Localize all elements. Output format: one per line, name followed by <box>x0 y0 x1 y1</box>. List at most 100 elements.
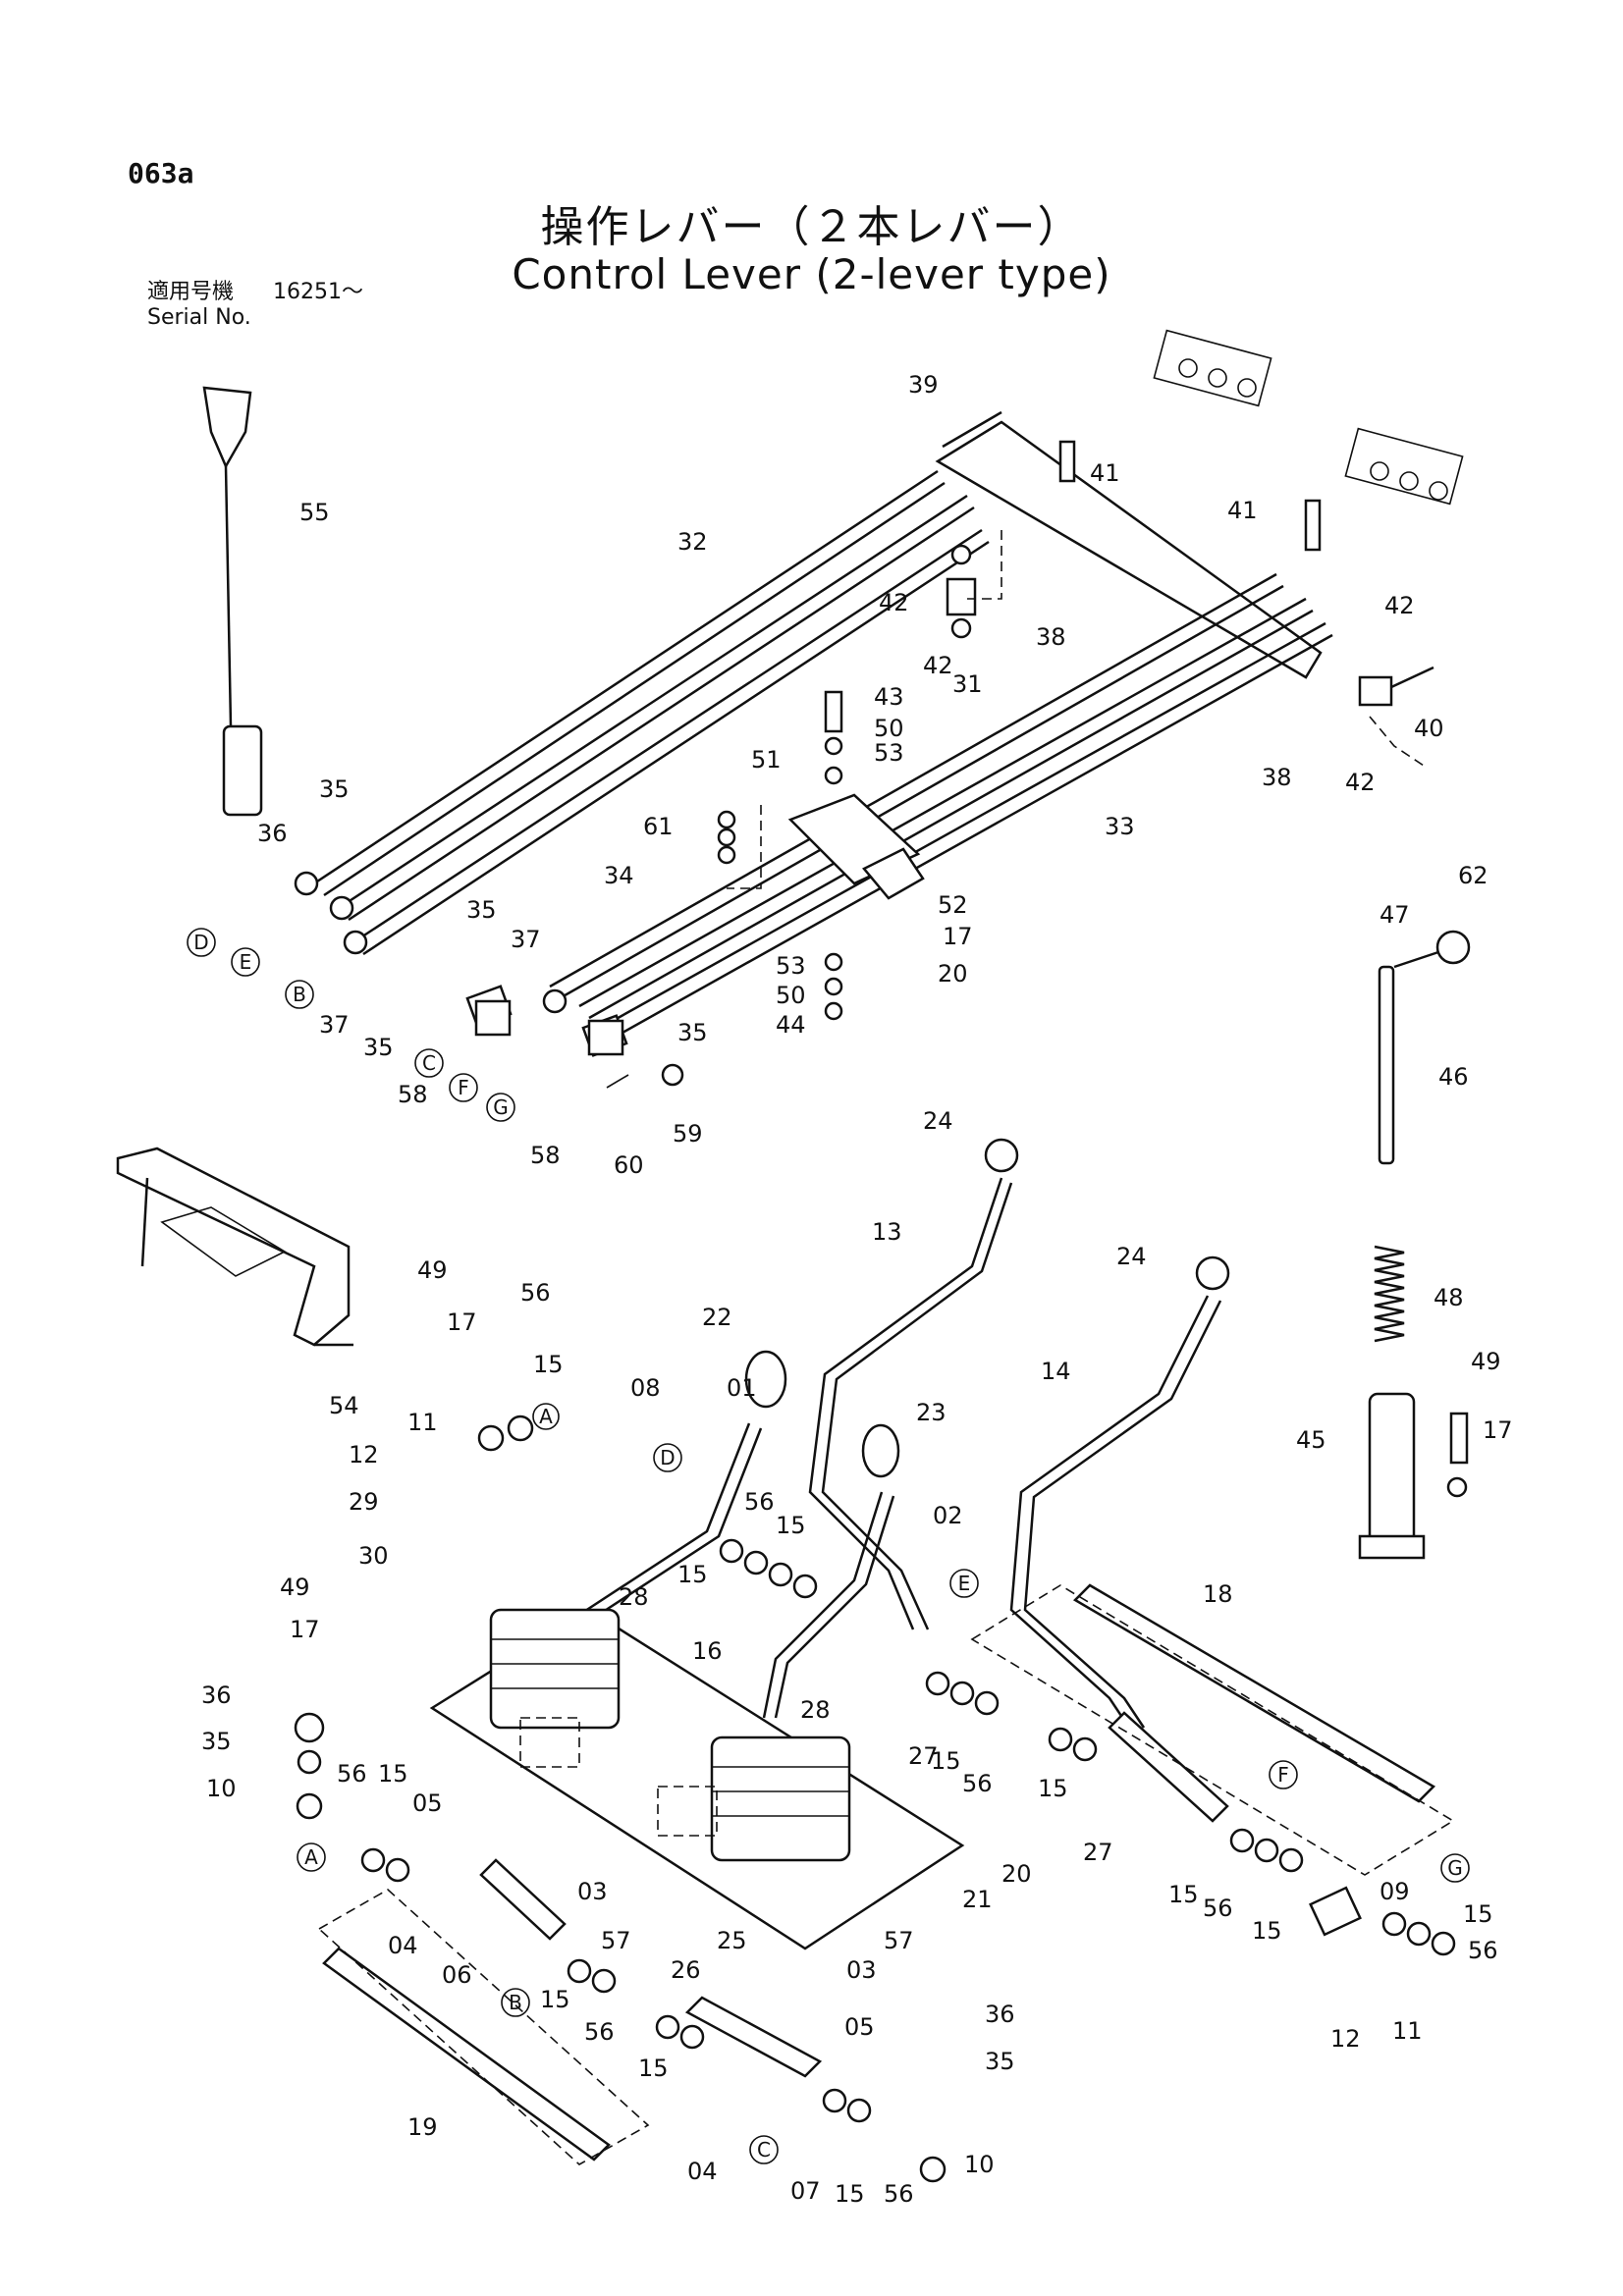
part-label-31: 31 <box>952 670 983 698</box>
rod-55 <box>202 386 263 817</box>
part-label-35: 35 <box>363 1034 394 1061</box>
part-label-37: 37 <box>319 1011 350 1039</box>
part-label-13: 13 <box>872 1218 902 1246</box>
part-label-52: 52 <box>938 891 968 919</box>
connection-marker-c: C <box>422 1051 436 1075</box>
part-label-24: 24 <box>923 1107 953 1135</box>
part-label-62: 62 <box>1458 862 1488 889</box>
part-label-56: 56 <box>520 1279 551 1307</box>
part-label-15: 15 <box>677 1561 708 1588</box>
connection-marker-a: A <box>539 1405 553 1428</box>
part-label-19: 19 <box>407 2113 438 2141</box>
part-label-06: 06 <box>442 1961 472 1989</box>
pedal-54 <box>116 1147 353 1347</box>
part-label-32: 32 <box>677 528 708 556</box>
connection-markers: D E B C F G A D E A F G B C <box>187 928 1470 2164</box>
part-label-49: 49 <box>1471 1348 1501 1375</box>
part-label-08: 08 <box>630 1374 661 1402</box>
part-label-35: 35 <box>201 1728 232 1755</box>
part-label-43: 43 <box>874 683 904 711</box>
part-label-46: 46 <box>1438 1063 1469 1091</box>
part-label-56: 56 <box>884 2180 914 2208</box>
part-label-15: 15 <box>378 1760 408 1788</box>
part-label-56: 56 <box>337 1760 367 1788</box>
part-label-56: 56 <box>962 1770 993 1797</box>
base-plate-16 <box>429 1608 965 1950</box>
title-japanese: 操作レバー（２本レバー） <box>540 202 1083 252</box>
part-label-09: 09 <box>1380 1878 1410 1905</box>
connection-marker-d: D <box>193 931 208 954</box>
part-label-15: 15 <box>638 2055 669 2082</box>
part-label-14: 14 <box>1041 1358 1071 1385</box>
part-label-28: 28 <box>800 1696 831 1724</box>
part-label-15: 15 <box>1168 1881 1199 1908</box>
part-label-35: 35 <box>985 2048 1015 2075</box>
part-label-50: 50 <box>776 982 806 1009</box>
part-label-36: 36 <box>985 2001 1015 2028</box>
page-code: 063a <box>128 157 194 189</box>
connection-marker-g: G <box>493 1095 509 1119</box>
part-label-10: 10 <box>964 2151 995 2178</box>
serial-range: 16251～ <box>273 280 364 304</box>
part-label-02: 02 <box>933 1502 963 1529</box>
connection-marker-d: D <box>660 1446 675 1469</box>
part-label-15: 15 <box>931 1747 961 1775</box>
part-label-41: 41 <box>1090 459 1120 487</box>
serial-label-japanese: 適用号機 <box>147 280 235 304</box>
part-label-42: 42 <box>1345 769 1376 796</box>
part-label-40: 40 <box>1414 715 1444 742</box>
connection-marker-e: E <box>958 1572 971 1595</box>
part-label-49: 49 <box>417 1256 448 1284</box>
connection-marker-c: C <box>757 2138 771 2162</box>
part-labels: 39 41 41 55 32 42 42 38 42 43 31 50 53 4… <box>201 371 1513 2208</box>
part-label-15: 15 <box>1463 1900 1493 1928</box>
part-label-36: 36 <box>257 820 288 847</box>
part-label-39: 39 <box>908 371 939 399</box>
shafts <box>317 1583 1455 2165</box>
connection-marker-f: F <box>1277 1763 1289 1787</box>
part-label-20: 20 <box>1001 1860 1032 1888</box>
part-label-15: 15 <box>1038 1775 1068 1802</box>
part-label-27: 27 <box>908 1742 939 1770</box>
linkage-assembly <box>294 329 1464 1089</box>
part-label-35: 35 <box>677 1019 708 1046</box>
part-label-42: 42 <box>1384 592 1415 619</box>
part-label-03: 03 <box>846 1956 877 1984</box>
spring-cylinder-assembly <box>1358 1245 1469 1560</box>
part-label-60: 60 <box>614 1151 644 1179</box>
part-label-53: 53 <box>776 952 806 980</box>
part-label-11: 11 <box>407 1409 438 1436</box>
part-label-05: 05 <box>844 2013 875 2041</box>
title-english: Control Lever (2-lever type) <box>512 250 1111 298</box>
part-label-50: 50 <box>874 715 904 742</box>
part-label-35: 35 <box>319 775 350 803</box>
part-label-59: 59 <box>673 1120 703 1148</box>
part-label-18: 18 <box>1203 1580 1233 1608</box>
part-label-47: 47 <box>1380 901 1410 929</box>
part-label-20: 20 <box>938 960 968 988</box>
part-label-48: 48 <box>1434 1284 1464 1311</box>
part-label-03: 03 <box>577 1878 608 1905</box>
connection-marker-f: F <box>458 1076 469 1099</box>
part-label-15: 15 <box>776 1512 806 1539</box>
part-label-05: 05 <box>412 1789 443 1817</box>
part-label-35: 35 <box>466 896 497 924</box>
part-label-45: 45 <box>1296 1426 1326 1454</box>
part-label-16: 16 <box>692 1637 723 1665</box>
part-label-28: 28 <box>619 1583 649 1611</box>
part-label-12: 12 <box>1330 2025 1361 2053</box>
part-label-61: 61 <box>643 813 674 840</box>
serial-label-english: Serial No. <box>147 305 251 330</box>
part-label-57: 57 <box>601 1927 631 1954</box>
part-label-15: 15 <box>533 1351 564 1378</box>
part-label-17: 17 <box>1483 1416 1513 1444</box>
part-label-17: 17 <box>943 923 973 950</box>
part-label-07: 07 <box>790 2177 821 2205</box>
part-label-56: 56 <box>744 1488 775 1516</box>
part-label-11: 11 <box>1392 2017 1423 2045</box>
part-label-38: 38 <box>1036 623 1066 651</box>
connection-marker-e: E <box>240 950 252 974</box>
part-label-27: 27 <box>1083 1839 1113 1866</box>
part-label-55: 55 <box>299 499 330 526</box>
